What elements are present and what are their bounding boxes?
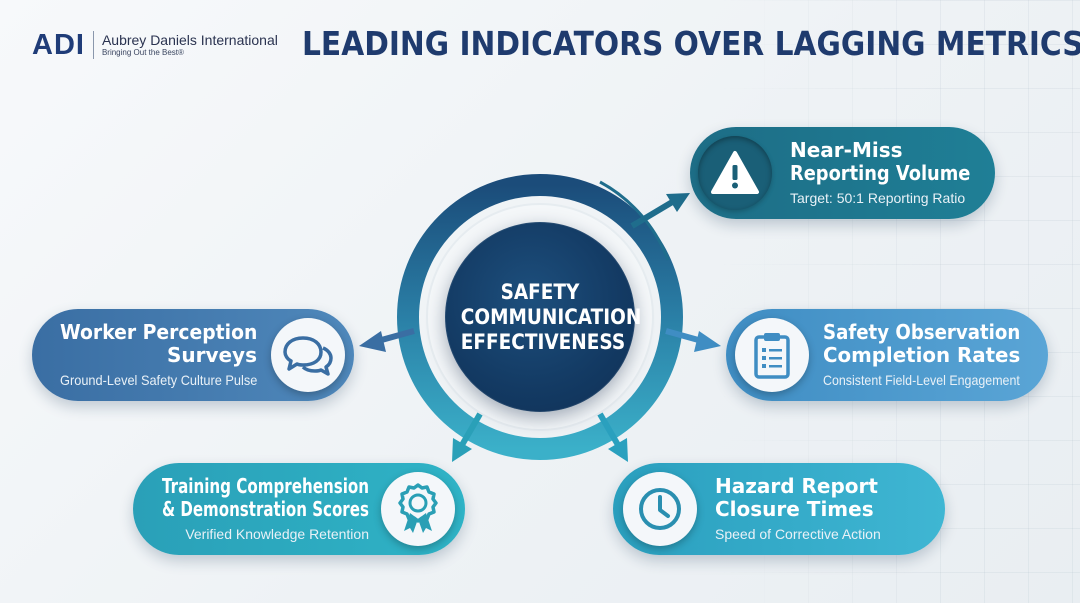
arrow-to-hazard	[597, 412, 628, 462]
indicator-title-line2: Closure Times	[715, 497, 874, 521]
company-logo: ADI Aubrey Daniels International Bringin…	[32, 28, 278, 62]
indicator-title-line1: Worker Perception	[59, 320, 257, 344]
speech-bubbles-icon	[271, 318, 345, 392]
indicator-title-line2: Completion Rates	[823, 343, 1021, 367]
indicator-text: Worker Perception Surveys Ground-Level S…	[41, 309, 257, 401]
indicator-subtitle: Verified Knowledge Retention	[185, 526, 369, 542]
logo-mark: ADI	[32, 28, 85, 61]
center-hub: SAFETY COMMUNICATION EFFECTIVENESS	[445, 222, 642, 412]
arrow-to-perception	[359, 328, 415, 352]
arrow-to-near-miss	[630, 193, 690, 229]
center-label: SAFETY COMMUNICATION EFFECTIVENESS	[460, 279, 642, 354]
arrow-to-training	[452, 412, 483, 462]
indicator-text: Near-Miss Reporting Volume Target: 50:1 …	[790, 127, 992, 219]
indicator-subtitle: Ground-Level Safety Culture Pulse	[59, 372, 257, 388]
logo-divider	[92, 31, 94, 59]
indicator-hazard: Hazard Report Closure Times Speed of Cor…	[613, 463, 945, 555]
indicator-title-line2: Surveys	[166, 343, 257, 367]
logo-tagline: Bringing Out the Best®	[101, 48, 184, 57]
indicator-subtitle: Consistent Field-Level Engagement	[823, 372, 1020, 388]
page-title: LEADING INDICATORS OVER LAGGING METRICS	[302, 24, 1080, 63]
indicator-title-line2: Reporting Volume	[790, 161, 971, 185]
logo-company-name: Aubrey Daniels International	[101, 32, 278, 48]
indicator-text: Safety Observation Completion Rates Cons…	[823, 309, 1045, 401]
indicator-title-line1: Safety Observation	[823, 320, 1021, 344]
indicator-perception: Worker Perception Surveys Ground-Level S…	[32, 309, 354, 401]
indicator-text: Training Comprehension & Demonstration S…	[94, 463, 369, 555]
indicator-near-miss: Near-Miss Reporting Volume Target: 50:1 …	[690, 127, 995, 219]
warning-icon	[698, 136, 772, 210]
clipboard-icon	[735, 318, 809, 392]
clock-icon	[623, 472, 697, 546]
indicator-title-line1: Training Comprehension	[161, 474, 369, 498]
indicator-title-line2: & Demonstration Scores	[162, 497, 369, 521]
indicator-subtitle: Speed of Corrective Action	[715, 526, 881, 542]
indicator-text: Hazard Report Closure Times Speed of Cor…	[715, 463, 881, 555]
indicator-subtitle: Target: 50:1 Reporting Ratio	[790, 190, 966, 206]
indicator-title-line1: Hazard Report	[715, 474, 878, 498]
decorative-arc	[599, 180, 670, 261]
arrow-to-observation	[665, 328, 721, 352]
logo-text: Aubrey Daniels International Bringing Ou…	[102, 32, 278, 58]
indicator-title-line1: Near-Miss	[790, 138, 903, 162]
indicator-training: Training Comprehension & Demonstration S…	[133, 463, 465, 555]
outer-ring	[397, 174, 683, 460]
indicator-observation: Safety Observation Completion Rates Cons…	[726, 309, 1048, 401]
award-ribbon-icon	[381, 472, 455, 546]
